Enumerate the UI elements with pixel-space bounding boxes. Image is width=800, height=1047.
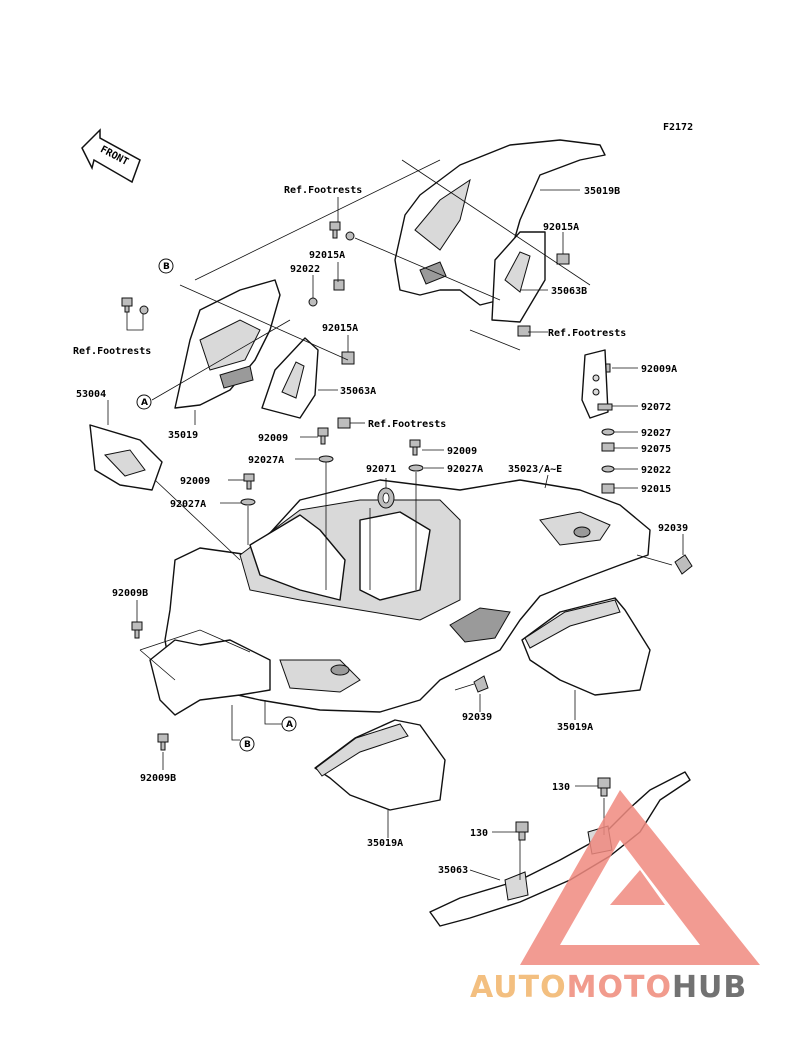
label-ref-footrests-4: Ref.Footrests bbox=[368, 419, 446, 430]
svg-text:AUTOMOTOHUB: AUTOMOTOHUB bbox=[470, 970, 747, 1005]
label-92027: 92027 bbox=[641, 428, 671, 439]
label-53004: 53004 bbox=[76, 389, 106, 400]
label-92009-3: 92009 bbox=[180, 476, 210, 487]
bracket-35063A bbox=[261, 337, 319, 419]
mud-flap-left-35019A bbox=[314, 719, 446, 811]
automotohub-watermark-logo: AUTOMOTOHUB bbox=[470, 790, 760, 1005]
rear-fender-35023 bbox=[149, 479, 651, 716]
label-92009B-2: 92009B bbox=[140, 773, 176, 784]
label-35063B: 35063B bbox=[551, 286, 587, 297]
bracket-35063B bbox=[491, 231, 546, 323]
leader-lines bbox=[107, 159, 684, 881]
label-92072: 92072 bbox=[641, 402, 671, 413]
label-35019A-1: 35019A bbox=[557, 722, 593, 733]
label-92039-1: 92039 bbox=[658, 523, 688, 534]
label-92015A-3: 92015A bbox=[322, 323, 358, 334]
side-cover-left-35019 bbox=[174, 279, 281, 409]
watermark-hub: HUB bbox=[672, 970, 747, 1005]
svg-text:A: A bbox=[286, 720, 293, 730]
side-cover-right-35019B bbox=[394, 139, 606, 306]
callout-b-bottom: B bbox=[239, 736, 255, 752]
svg-text:B: B bbox=[163, 262, 170, 272]
pad-53004 bbox=[89, 424, 163, 491]
hardware-bolt-icon bbox=[121, 221, 693, 841]
label-92027A-2: 92027A bbox=[447, 464, 483, 475]
figure-code: F2172 bbox=[663, 122, 693, 133]
label-92009B-1: 92009B bbox=[112, 588, 148, 599]
label-92071: 92071 bbox=[366, 464, 396, 475]
label-92039-2: 92039 bbox=[462, 712, 492, 723]
label-92009A: 92009A bbox=[641, 364, 677, 375]
label-92015: 92015 bbox=[641, 484, 671, 495]
label-92022-1: 92022 bbox=[290, 264, 320, 275]
watermark-moto: MOTO bbox=[567, 970, 672, 1005]
label-130-1: 130 bbox=[552, 782, 570, 793]
label-35019: 35019 bbox=[168, 430, 198, 441]
label-35063: 35063 bbox=[438, 865, 468, 876]
svg-text:B: B bbox=[244, 740, 251, 750]
label-92075: 92075 bbox=[641, 444, 671, 455]
mud-flap-right-35019A bbox=[521, 597, 651, 696]
label-ref-footrests-2: Ref.Footrests bbox=[284, 185, 362, 196]
callout-b-top: B bbox=[158, 258, 174, 274]
label-130-2: 130 bbox=[470, 828, 488, 839]
label-ref-footrests-3: Ref.Footrests bbox=[73, 346, 151, 357]
callout-a-bottom: A bbox=[281, 716, 297, 732]
label-92009-2: 92009 bbox=[447, 446, 477, 457]
label-92015A-2: 92015A bbox=[309, 250, 345, 261]
svg-text:A: A bbox=[141, 398, 148, 408]
label-92027A-1: 92027A bbox=[248, 455, 284, 466]
label-92027A-3: 92027A bbox=[170, 499, 206, 510]
label-92015A-1: 92015A bbox=[543, 222, 579, 233]
label-ref-footrests-1: Ref.Footrests bbox=[548, 328, 626, 339]
label-35019A-2: 35019A bbox=[367, 838, 403, 849]
label-35023: 35023/A~E bbox=[508, 464, 562, 475]
label-92009-1: 92009 bbox=[258, 433, 288, 444]
label-92022-2: 92022 bbox=[641, 465, 671, 476]
label-35063A: 35063A bbox=[340, 386, 376, 397]
label-35019B: 35019B bbox=[584, 186, 620, 197]
watermark-auto: AUTO bbox=[470, 970, 567, 1005]
callout-a-left: A bbox=[136, 394, 152, 410]
front-arrow-icon: FRONT bbox=[81, 128, 141, 184]
